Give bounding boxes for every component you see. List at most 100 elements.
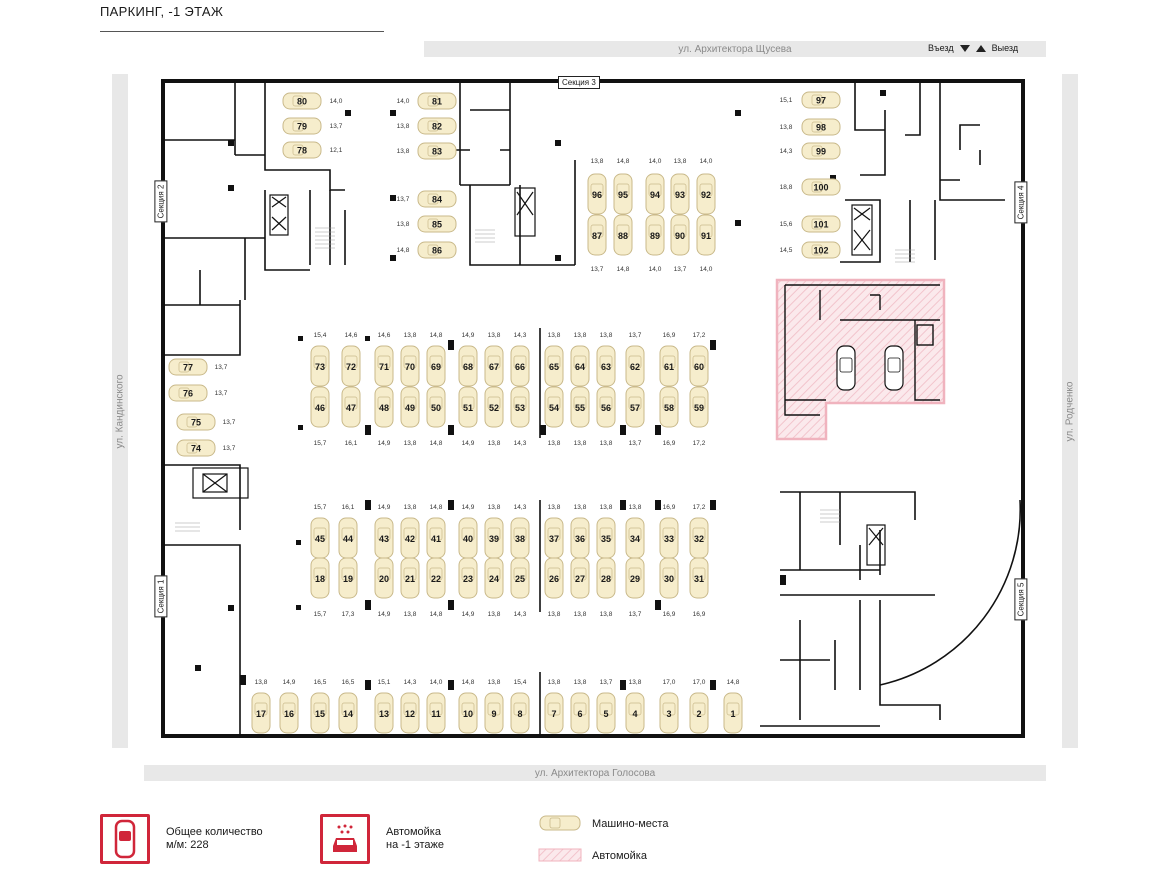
parking-space-6[interactable]: 613,8 — [570, 679, 590, 734]
parking-space-4[interactable]: 413,8 — [625, 679, 645, 734]
parking-space-2[interactable]: 217,0 — [689, 679, 709, 734]
parking-space-9[interactable]: 913,8 — [484, 679, 504, 734]
parking-space-8[interactable]: 815,4 — [510, 679, 530, 734]
parking-space-3[interactable]: 317,0 — [659, 679, 679, 734]
parking-space-7[interactable]: 713,8 — [544, 679, 564, 734]
parking-space-5[interactable]: 513,7 — [596, 679, 616, 734]
parking-space-1[interactable]: 114,8 — [723, 679, 743, 734]
